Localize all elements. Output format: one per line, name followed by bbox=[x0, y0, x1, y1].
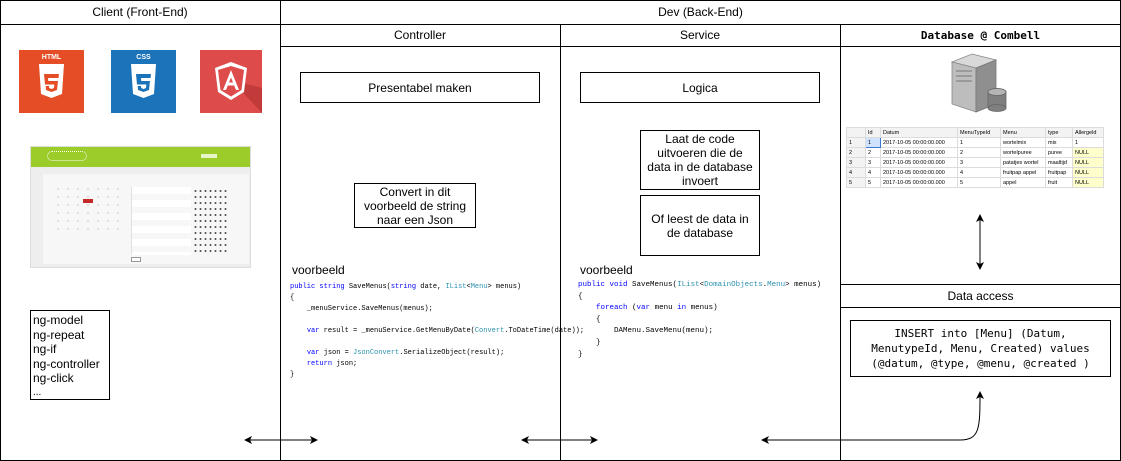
app-screenshot-calendar-grid bbox=[53, 185, 125, 231]
css3-shield-icon bbox=[131, 64, 156, 98]
directive-item: ng-controller bbox=[33, 356, 100, 371]
table-row: 1 1 2017-10-05 00:00:00.000 1 wortelmix … bbox=[846, 137, 1104, 148]
angular-directives-box: ng-model ng-repeat ng-if ng-controller n… bbox=[30, 310, 110, 400]
client-header: Client (Front-End) bbox=[92, 5, 188, 19]
controller-note-box: Convert in dit voorbeeld de string naar … bbox=[354, 183, 476, 228]
controller-title-box: Presentabel maken bbox=[300, 72, 540, 103]
divider-sub-header bbox=[280, 46, 1121, 47]
angular-logo bbox=[200, 50, 262, 113]
arrow-dataaccess-service bbox=[761, 391, 984, 444]
html5-logo-text: HTML bbox=[41, 54, 62, 61]
service-header: Service bbox=[679, 28, 720, 42]
service-note-read-box: Of leest de data in de database bbox=[640, 195, 760, 256]
service-example-label: voorbeeld bbox=[580, 263, 633, 277]
server-icon bbox=[950, 53, 1007, 113]
directive-item: ng-model bbox=[33, 313, 84, 327]
directive-item: ng-if bbox=[33, 342, 57, 356]
app-screenshot-user bbox=[201, 154, 217, 158]
service-code: public void SaveMenus(IList<DomainObject… bbox=[578, 281, 822, 359]
sql-statement-box: INSERT into [Menu] (Datum, MenutypeId, M… bbox=[850, 320, 1111, 377]
database-server-icon bbox=[946, 50, 1010, 118]
app-screenshot bbox=[30, 146, 251, 268]
table-row: 3 3 2017-10-05 00:00:00.000 3 patatjes w… bbox=[846, 157, 1104, 168]
service-note-insert-box: Laat de code uitvoeren die de data in de… bbox=[640, 130, 760, 190]
css3-logo-text: CSS bbox=[136, 54, 151, 61]
divider-service-database bbox=[840, 24, 841, 461]
directive-item: ng-repeat bbox=[33, 327, 85, 342]
angular-directives-list: ng-model ng-repeat ng-if ng-controller n… bbox=[31, 311, 109, 400]
divider-database-dataaccess bbox=[840, 284, 1121, 285]
directive-item: ng-click bbox=[33, 371, 74, 385]
app-screenshot-form bbox=[131, 187, 191, 255]
divider-client-dev bbox=[280, 0, 281, 461]
directive-item: ... bbox=[33, 386, 42, 398]
divider-controller-service bbox=[560, 24, 561, 461]
controller-code: public string SaveMenus(string date, ILi… bbox=[290, 283, 585, 379]
table-cell: NULL bbox=[1072, 177, 1104, 188]
controller-header: Controller bbox=[393, 28, 447, 42]
dev-header: Dev (Back-End) bbox=[658, 5, 743, 19]
database-header: Database @ Combell bbox=[920, 28, 1041, 42]
controller-example-label: voorbeeld bbox=[292, 263, 345, 277]
service-title-box: Logica bbox=[580, 72, 820, 103]
divider-dataaccess-header bbox=[840, 307, 1121, 308]
angular-shield-icon bbox=[215, 62, 262, 113]
data-access-header: Data access bbox=[947, 288, 1014, 303]
css3-logo: CSS bbox=[111, 50, 176, 113]
html5-logo: HTML bbox=[19, 50, 84, 113]
table-header-row: Id Datum MenuTypeId Menu type Allergeld bbox=[846, 127, 1104, 138]
html5-shield-icon bbox=[39, 64, 64, 98]
database-table: Id Datum MenuTypeId Menu type Allergeld … bbox=[846, 127, 1104, 188]
app-screenshot-icons bbox=[193, 188, 227, 254]
table-row: 5 5 2017-10-05 00:00:00.000 5 appel frui… bbox=[846, 177, 1104, 188]
database-table-wrapper: Id Datum MenuTypeId Menu type Allergeld … bbox=[846, 127, 1116, 193]
app-screenshot-button bbox=[131, 257, 141, 262]
app-screenshot-logo bbox=[47, 151, 87, 161]
